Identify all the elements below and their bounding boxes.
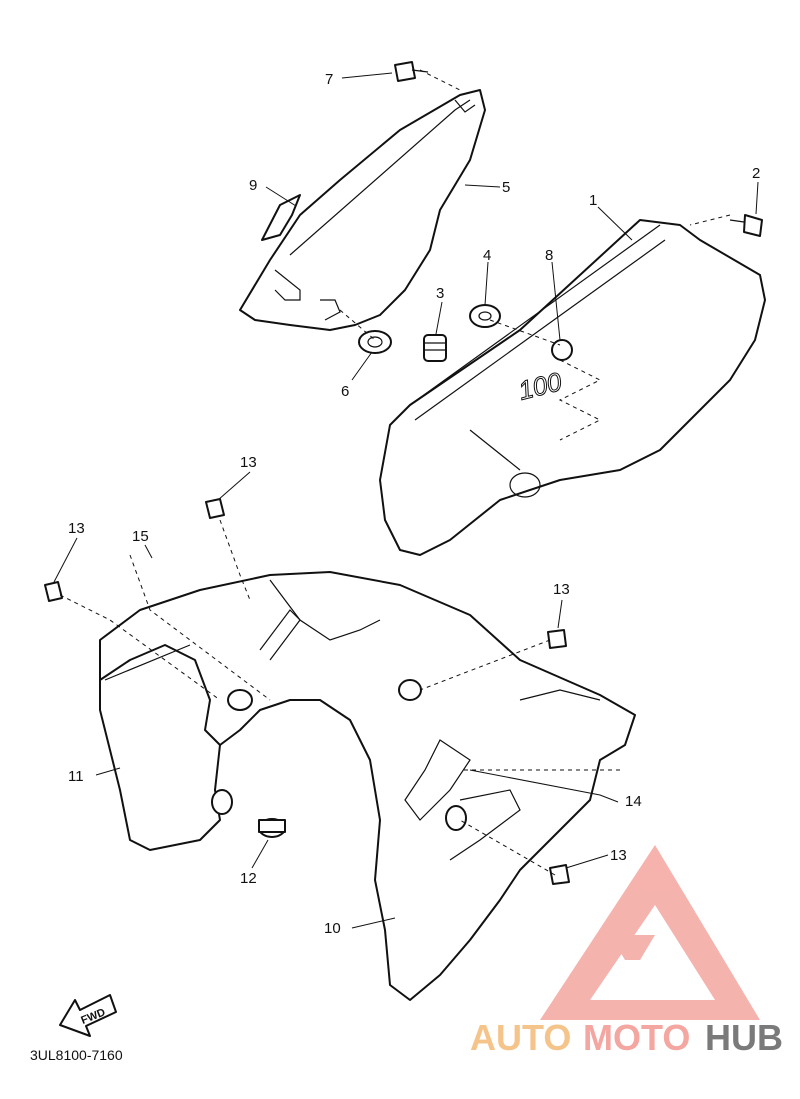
forward-arrow-icon: FWD bbox=[59, 994, 117, 1037]
bolt-7 bbox=[394, 61, 429, 82]
bolt-13c bbox=[547, 629, 567, 649]
callout-11: 11 bbox=[68, 768, 84, 785]
side-cover-right: 100 bbox=[379, 219, 766, 556]
hardware bbox=[44, 61, 763, 885]
callout-1: 1 bbox=[589, 192, 597, 209]
callout-13-right: 13 bbox=[553, 581, 570, 598]
watermark-wordmark: AUTO MOTO HUB bbox=[470, 1017, 783, 1058]
watermark-logo bbox=[540, 845, 760, 1020]
callout-8: 8 bbox=[545, 247, 553, 264]
damper-3 bbox=[423, 334, 447, 362]
callout-4: 4 bbox=[483, 247, 491, 264]
grommet-4 bbox=[469, 304, 501, 328]
watermark-part-auto: AUTO bbox=[470, 1017, 571, 1058]
callout-13-bottom: 13 bbox=[610, 847, 627, 864]
callout-3: 3 bbox=[436, 285, 444, 302]
callout-5: 5 bbox=[502, 179, 510, 196]
grommet-6 bbox=[358, 330, 392, 354]
callout-labels: 1 2 3 4 5 6 7 8 9 10 11 12 13 13 13 13 1… bbox=[68, 71, 760, 937]
callout-12: 12 bbox=[240, 870, 257, 887]
callout-7: 7 bbox=[325, 71, 333, 88]
callout-14: 14 bbox=[625, 793, 642, 810]
bolt-13d bbox=[549, 864, 570, 885]
callout-10: 10 bbox=[324, 920, 341, 937]
bolt-2 bbox=[729, 214, 763, 237]
leader-lines bbox=[53, 72, 759, 929]
collar-12 bbox=[258, 818, 286, 838]
callout-13-left: 13 bbox=[68, 520, 85, 537]
callout-15: 15 bbox=[132, 528, 149, 545]
assembly-lines bbox=[59, 69, 731, 876]
grommet-12-mount bbox=[211, 789, 233, 815]
side-cover-bracket bbox=[239, 89, 486, 331]
bolt-13a bbox=[205, 498, 225, 519]
watermark-part-moto: MOTO bbox=[583, 1017, 690, 1058]
watermark-triangle-icon bbox=[540, 845, 760, 1020]
watermark-part-hub: HUB bbox=[705, 1017, 783, 1058]
callout-9: 9 bbox=[249, 177, 257, 194]
callout-6: 6 bbox=[341, 383, 349, 400]
grommet-13-mount bbox=[445, 805, 467, 831]
callout-2: 2 bbox=[752, 165, 760, 182]
bolt-13b bbox=[44, 581, 63, 602]
diagram-reference-code: 3UL8100-7160 bbox=[30, 1047, 123, 1063]
callout-13-top: 13 bbox=[240, 454, 257, 471]
